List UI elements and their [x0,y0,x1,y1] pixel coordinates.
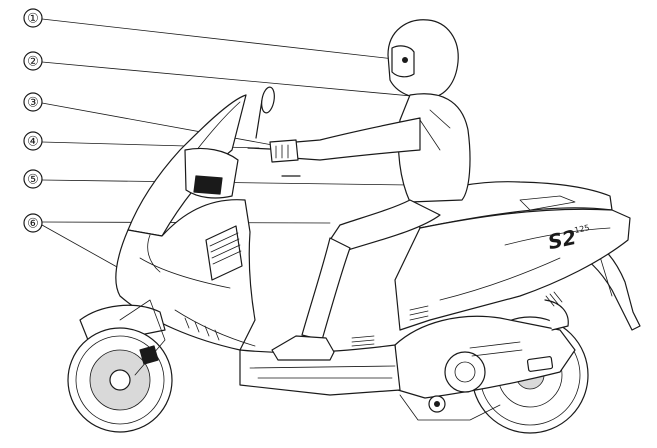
glove [270,140,298,162]
callout-5: ⑤ [24,170,42,188]
front-wheel [68,300,172,432]
lower-leg [302,238,350,340]
callout-4: ④ [24,132,42,150]
callout-3-label: ③ [27,96,39,111]
callout-2: ② [24,52,42,70]
callout-2-label: ② [27,55,39,70]
callout-6-label: ⑥ [27,217,39,232]
callout-4-label: ④ [27,135,39,150]
boot [272,336,334,360]
callout-1-label: ① [27,12,39,27]
callout-1: ① [24,9,42,27]
leader-line-1 [42,19,403,60]
leader-line-2 [42,62,433,98]
callout-5-label: ⑤ [27,173,39,188]
callout-3: ③ [24,93,42,111]
callout-6: ⑥ [24,214,42,232]
